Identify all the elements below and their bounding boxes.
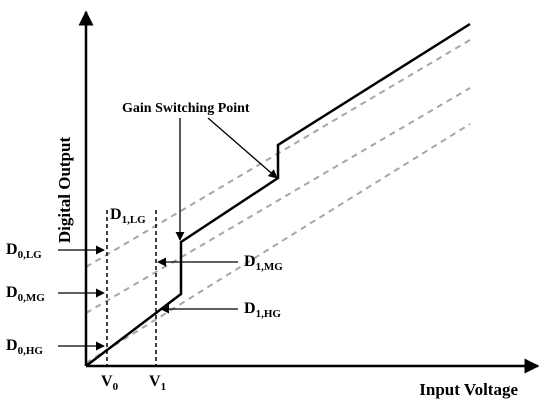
dashed-line-hg <box>85 123 471 364</box>
dashed-line-mg <box>85 87 471 314</box>
gain-switching-label: Gain Switching Point <box>122 101 250 116</box>
v0-label: V0 <box>101 373 119 393</box>
d1-lg-label: D1,LG <box>110 206 146 226</box>
x-axis-label: Input Voltage <box>419 380 518 399</box>
gain-switching-arrow-upper <box>207 117 278 179</box>
d0-lg-label: D0,LG <box>6 241 42 261</box>
v1-label: V1 <box>149 373 166 393</box>
d1-hg-label: D1,HG <box>244 300 281 320</box>
d0-hg-label: D0,HG <box>6 337 43 357</box>
d1-mg-label: D1,MG <box>244 253 283 273</box>
y-axis-label: Digital Output <box>55 137 74 244</box>
d0-mg-label: D0,MG <box>6 284 45 304</box>
